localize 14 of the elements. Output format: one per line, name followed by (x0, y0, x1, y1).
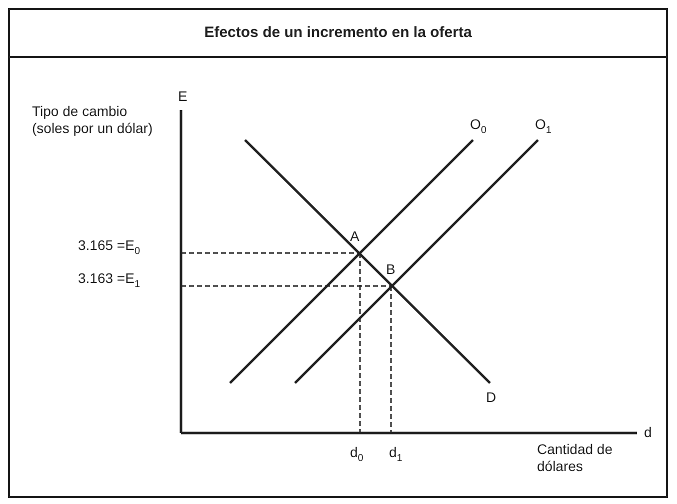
point-label: A (350, 228, 360, 245)
axis-title: Tipo de cambio (soles por un dólar) (32, 103, 154, 137)
axis-title: Cantidad de dólares (537, 441, 614, 475)
axis-label: E (178, 88, 188, 105)
tick-label: 3.163 =E$_{1}$ (78, 270, 140, 292)
diagram-title: Efectos de un incremento en la oferta (10, 10, 666, 58)
curve-label: O$_{0}$ (470, 116, 486, 138)
tick-label: d$_{1}$ (389, 444, 402, 466)
tick-label: d$_{0}$ (350, 444, 364, 466)
axis-label: d (644, 424, 652, 441)
curve-label: D (486, 389, 496, 406)
point-label: B (386, 261, 396, 278)
tick-label: 3.165 =E$_{0}$ (78, 237, 140, 259)
curve-label: O$_{1}$ (535, 116, 552, 138)
